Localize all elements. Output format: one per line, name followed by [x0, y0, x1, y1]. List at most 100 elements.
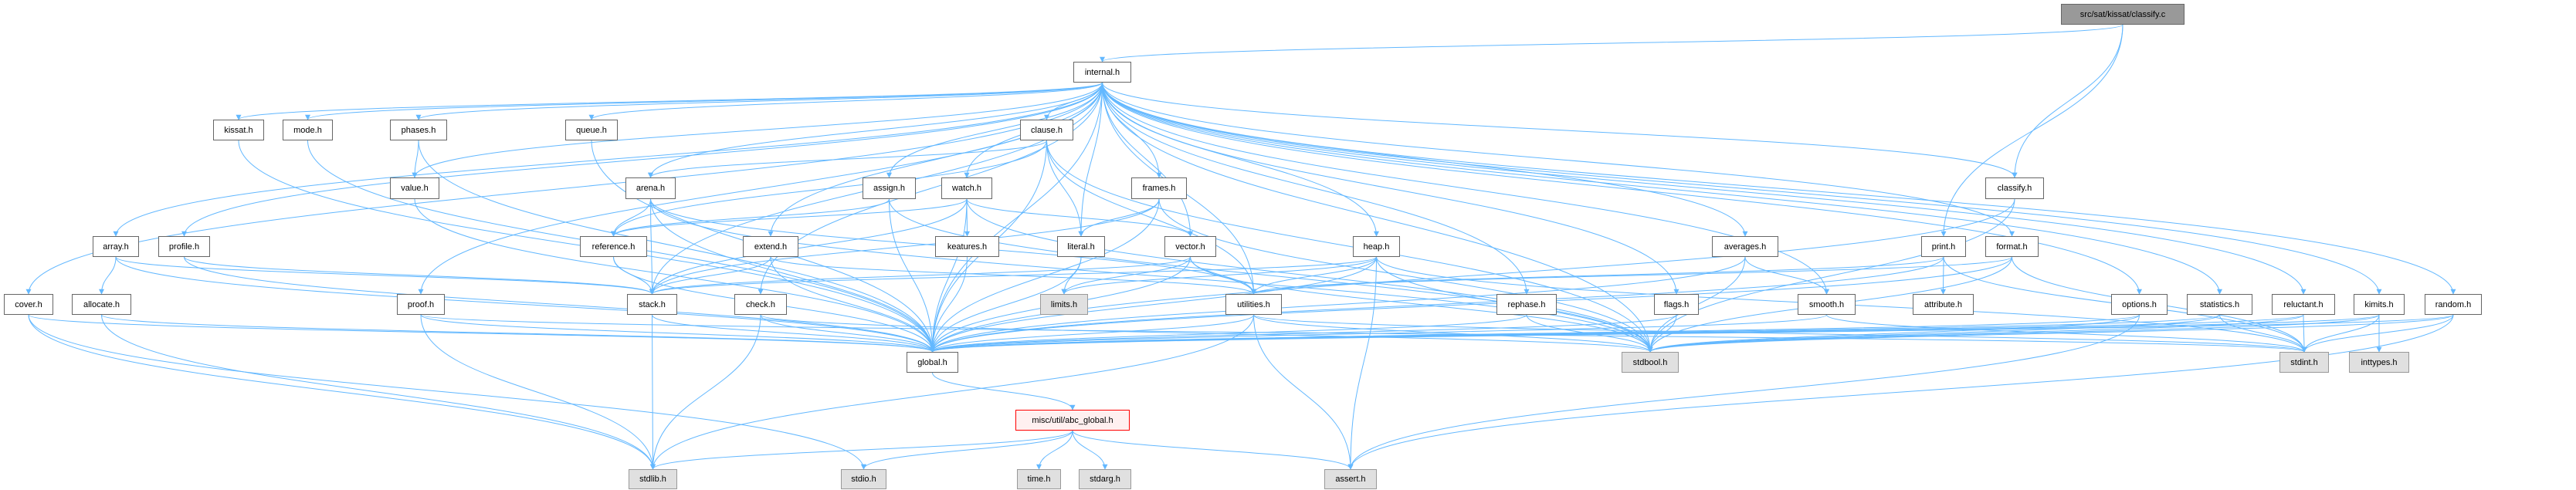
edge-random-to-global [930, 314, 2454, 353]
graph-node-cover[interactable]: cover.h [4, 294, 53, 315]
edge-arena-to-stdbool [650, 198, 1653, 353]
edge-watch-to-global [930, 198, 968, 353]
edge-internal-to-global [930, 82, 1103, 353]
graph-node-inttypes[interactable]: inttypes.h [2349, 352, 2409, 373]
graph-node-arena[interactable]: arena.h [625, 177, 676, 199]
graph-node-utilities[interactable]: utilities.h [1225, 294, 1282, 315]
edge-internal-to-stdbool [1102, 82, 1653, 353]
graph-node-kissat[interactable]: kissat.h [213, 120, 264, 140]
edge-cover-to-global [28, 314, 935, 353]
graph-node-check[interactable]: check.h [734, 294, 787, 315]
graph-node-attribute[interactable]: attribute.h [1913, 294, 1974, 315]
graph-node-stdint[interactable]: stdint.h [2279, 352, 2329, 373]
graph-node-stdlib[interactable]: stdlib.h [629, 469, 677, 489]
edge-clause-to-reference [611, 140, 1047, 237]
edge-watch-to-stack [649, 198, 968, 295]
graph-node-mode[interactable]: mode.h [283, 120, 333, 140]
graph-node-vector[interactable]: vector.h [1164, 236, 1216, 257]
edge-options-to-assert [1347, 314, 2140, 470]
graph-node-statistics[interactable]: statistics.h [2187, 294, 2252, 315]
graph-node-internal[interactable]: internal.h [1073, 62, 1131, 83]
graph-node-array[interactable]: array.h [93, 236, 139, 257]
edge-internal-to-array [113, 82, 1103, 237]
edge-internal-to-phases [415, 82, 1103, 120]
graph-node-assert[interactable]: assert.h [1324, 469, 1377, 489]
graph-node-limits[interactable]: limits.h [1040, 294, 1088, 315]
edge-clause-to-arena [648, 140, 1047, 178]
graph-node-stack[interactable]: stack.h [627, 294, 677, 315]
graph-node-extend[interactable]: extend.h [743, 236, 798, 257]
edge-classify_h-to-stdbool [1647, 198, 2015, 353]
edge-internal-to-kimits [1102, 82, 2382, 295]
edge-internal-to-proof [418, 82, 1103, 295]
edge-internal-to-format [1102, 82, 2015, 237]
graph-node-format[interactable]: format.h [1985, 236, 2039, 257]
edge-array-to-stack [115, 256, 655, 295]
graph-node-time[interactable]: time.h [1017, 469, 1061, 489]
graph-node-kimits[interactable]: kimits.h [2354, 294, 2405, 315]
graph-node-clause[interactable]: clause.h [1020, 120, 1073, 140]
graph-node-assign[interactable]: assign.h [863, 177, 916, 199]
edge-literal-to-global [930, 256, 1082, 353]
edge-stack-to-global [652, 314, 935, 353]
graph-node-proof[interactable]: proof.h [397, 294, 445, 315]
graph-node-literal[interactable]: literal.h [1057, 236, 1105, 257]
edge-averages-to-smooth [1744, 256, 1829, 295]
graph-node-queue[interactable]: queue.h [565, 120, 618, 140]
graph-node-watch[interactable]: watch.h [941, 177, 992, 199]
graph-node-options[interactable]: options.h [2111, 294, 2168, 315]
edge-arena-to-stack [649, 198, 655, 295]
edge-vector-to-stack [649, 256, 1191, 295]
graph-node-abc-global[interactable]: misc/util/abc_global.h [1015, 410, 1130, 431]
edge-frames-to-global [930, 198, 1160, 353]
graph-node-print[interactable]: print.h [1921, 236, 1966, 257]
graph-node-frames[interactable]: frames.h [1131, 177, 1187, 199]
edge-abc_global-to-stdarg [1072, 430, 1108, 470]
graph-node-averages[interactable]: averages.h [1712, 236, 1778, 257]
graph-node-heap[interactable]: heap.h [1353, 236, 1400, 257]
edge-heap-to-assert [1347, 256, 1377, 470]
graph-node-rephase[interactable]: rephase.h [1496, 294, 1557, 315]
edge-classify_c-to-classify_h [2012, 24, 2124, 178]
edge-check-to-stdlib [650, 314, 761, 470]
edge-heap-to-global [930, 256, 1377, 353]
edge-heap-to-limits [1061, 256, 1377, 295]
graph-node-stdio[interactable]: stdio.h [841, 469, 886, 489]
graph-node-profile[interactable]: profile.h [158, 236, 210, 257]
graph-node-stdbool[interactable]: stdbool.h [1622, 352, 1679, 373]
graph-node-keatures[interactable]: keatures.h [935, 236, 999, 257]
edge-internal-to-assign [886, 82, 1103, 178]
graph-node-phases[interactable]: phases.h [390, 120, 447, 140]
graph-node-flags[interactable]: flags.h [1654, 294, 1699, 315]
edge-profile-to-global [184, 256, 935, 353]
graph-node-reluctant[interactable]: reluctant.h [2272, 294, 2335, 315]
edge-reluctant-to-stdbool [1647, 314, 2304, 353]
edge-arena-to-global [650, 198, 935, 353]
graph-node-smooth[interactable]: smooth.h [1798, 294, 1856, 315]
edge-assign-to-reference [611, 198, 890, 237]
graph-node-random[interactable]: random.h [2425, 294, 2482, 315]
edge-proof-to-global [420, 314, 935, 353]
edge-watch-to-vector [966, 198, 1193, 237]
edge-clause-to-stdbool [1046, 140, 1653, 353]
edge-internal-to-vector [1102, 82, 1193, 237]
edge-phases-to-global [418, 140, 935, 353]
edge-internal-to-smooth [1102, 82, 1829, 295]
graph-node-classify-c[interactable]: src/sat/kissat/classify.c [2061, 4, 2185, 25]
edge-internal-to-mode [305, 82, 1103, 120]
edge-internal-to-value [412, 82, 1103, 178]
graph-node-stdarg[interactable]: stdarg.h [1079, 469, 1131, 489]
edge-utilities-to-assert [1253, 314, 1354, 470]
graph-node-classify-h[interactable]: classify.h [1985, 177, 2044, 199]
edge-global-to-abc_global [932, 372, 1076, 411]
edge-watch-to-reference [611, 198, 968, 237]
edge-keatures-to-global [930, 256, 968, 353]
edge-internal-to-profile [181, 82, 1103, 237]
edge-statistics-to-stdint [2219, 314, 2307, 353]
graph-node-allocate[interactable]: allocate.h [72, 294, 131, 315]
graph-node-reference[interactable]: reference.h [580, 236, 647, 257]
edge-rephase-to-global [930, 314, 1527, 353]
graph-node-value[interactable]: value.h [390, 177, 439, 199]
graph-node-global[interactable]: global.h [907, 352, 958, 373]
